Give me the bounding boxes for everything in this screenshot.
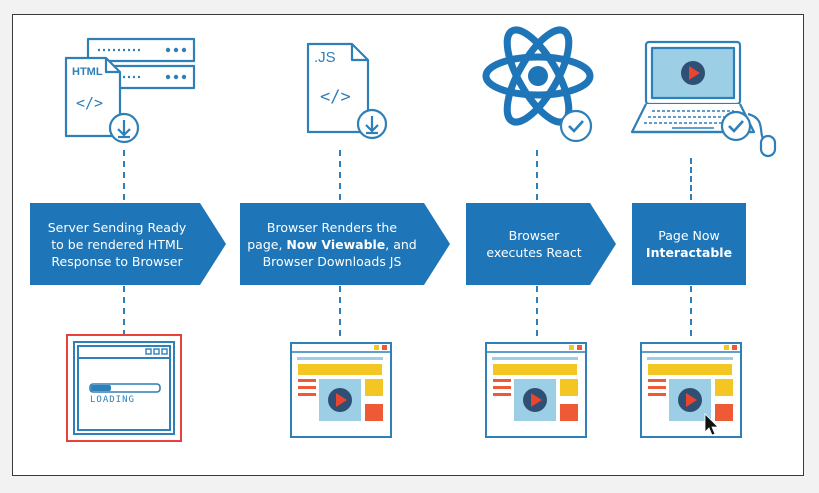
loading-window-highlight	[66, 334, 182, 442]
html-label: HTML	[72, 66, 103, 78]
step-2-line-2: page, Now Viewable, and	[247, 236, 417, 253]
step-1-line-3: Response to Browser	[51, 253, 183, 269]
connector-1-bottom	[123, 286, 125, 336]
html-code-glyph: </>	[76, 94, 103, 112]
step-3-text: Browser executes React	[468, 203, 600, 285]
step-2-line-2-pre: page,	[247, 236, 287, 252]
html-file-download-icon: HTML </>	[64, 37, 196, 144]
loading-window-icon	[73, 341, 175, 435]
step-2-line-2-post: , and	[385, 236, 417, 252]
js-label: .JS	[314, 49, 336, 66]
connector-3-top	[536, 150, 538, 200]
step-2-line-3: Browser Downloads JS	[262, 253, 402, 269]
step-2-now-viewable: Now Viewable	[286, 236, 386, 252]
connector-2-bottom	[339, 286, 341, 336]
loading-bar-track	[89, 383, 161, 393]
step-1-line-1: Server Sending Ready	[47, 219, 187, 235]
connector-4-top	[690, 158, 692, 200]
step-3-arrow: Browser executes React	[466, 203, 616, 285]
step-3-line-1: Browser	[508, 228, 560, 243]
interactive-page-cursor-icon	[640, 342, 742, 438]
step-2-text: Browser Renders the page, Now Viewable, …	[242, 203, 422, 285]
loading-bar-fill	[91, 385, 111, 391]
js-file-download-icon: .JS </>	[306, 42, 388, 140]
step-1-arrow: Server Sending Ready to be rendered HTML…	[30, 203, 226, 285]
step-4-line-1: Page Now	[658, 228, 720, 243]
mouse-cursor-icon	[704, 413, 719, 436]
step-1-text: Server Sending Ready to be rendered HTML…	[34, 203, 200, 285]
step-4-text: Page Now Interactable	[632, 203, 746, 285]
react-atom-check-icon	[482, 26, 594, 143]
connector-1-top	[123, 150, 125, 200]
step-2-arrow: Browser Renders the page, Now Viewable, …	[240, 203, 450, 285]
loading-label: LOADING	[90, 395, 135, 405]
step-4-interactable: Interactable	[645, 245, 733, 260]
js-code-glyph: </>	[320, 87, 351, 107]
laptop-check-icon	[630, 40, 777, 158]
connector-4-bottom	[690, 286, 692, 336]
step-2-line-1: Browser Renders the	[266, 219, 398, 235]
connector-3-bottom	[536, 286, 538, 336]
step-3-line-2: executes React	[486, 245, 582, 260]
step-1-line-2: to be rendered HTML	[51, 236, 183, 252]
rendered-page-icon-step-2	[290, 342, 392, 438]
step-4-box: Page Now Interactable	[632, 203, 746, 285]
connector-2-top	[339, 150, 341, 200]
rendered-page-icon-step-3	[485, 342, 587, 438]
